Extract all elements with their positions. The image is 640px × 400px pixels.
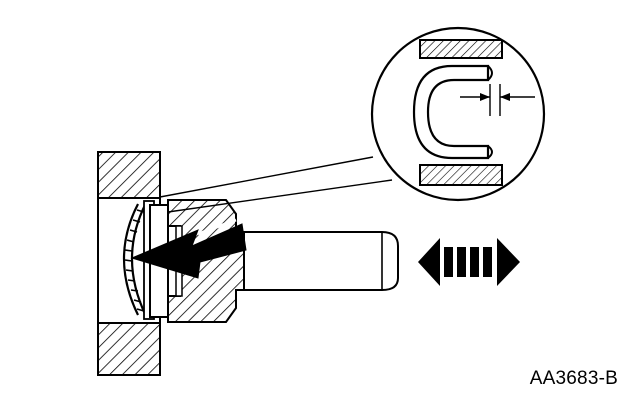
figure-reference-code: AA3683-B bbox=[529, 368, 618, 389]
motion-arrow-icon bbox=[418, 238, 520, 286]
force-arrow bbox=[130, 218, 247, 279]
installer-tool-shaft bbox=[243, 231, 399, 291]
detail-view bbox=[370, 26, 546, 202]
detail-leader-lines bbox=[159, 156, 393, 213]
